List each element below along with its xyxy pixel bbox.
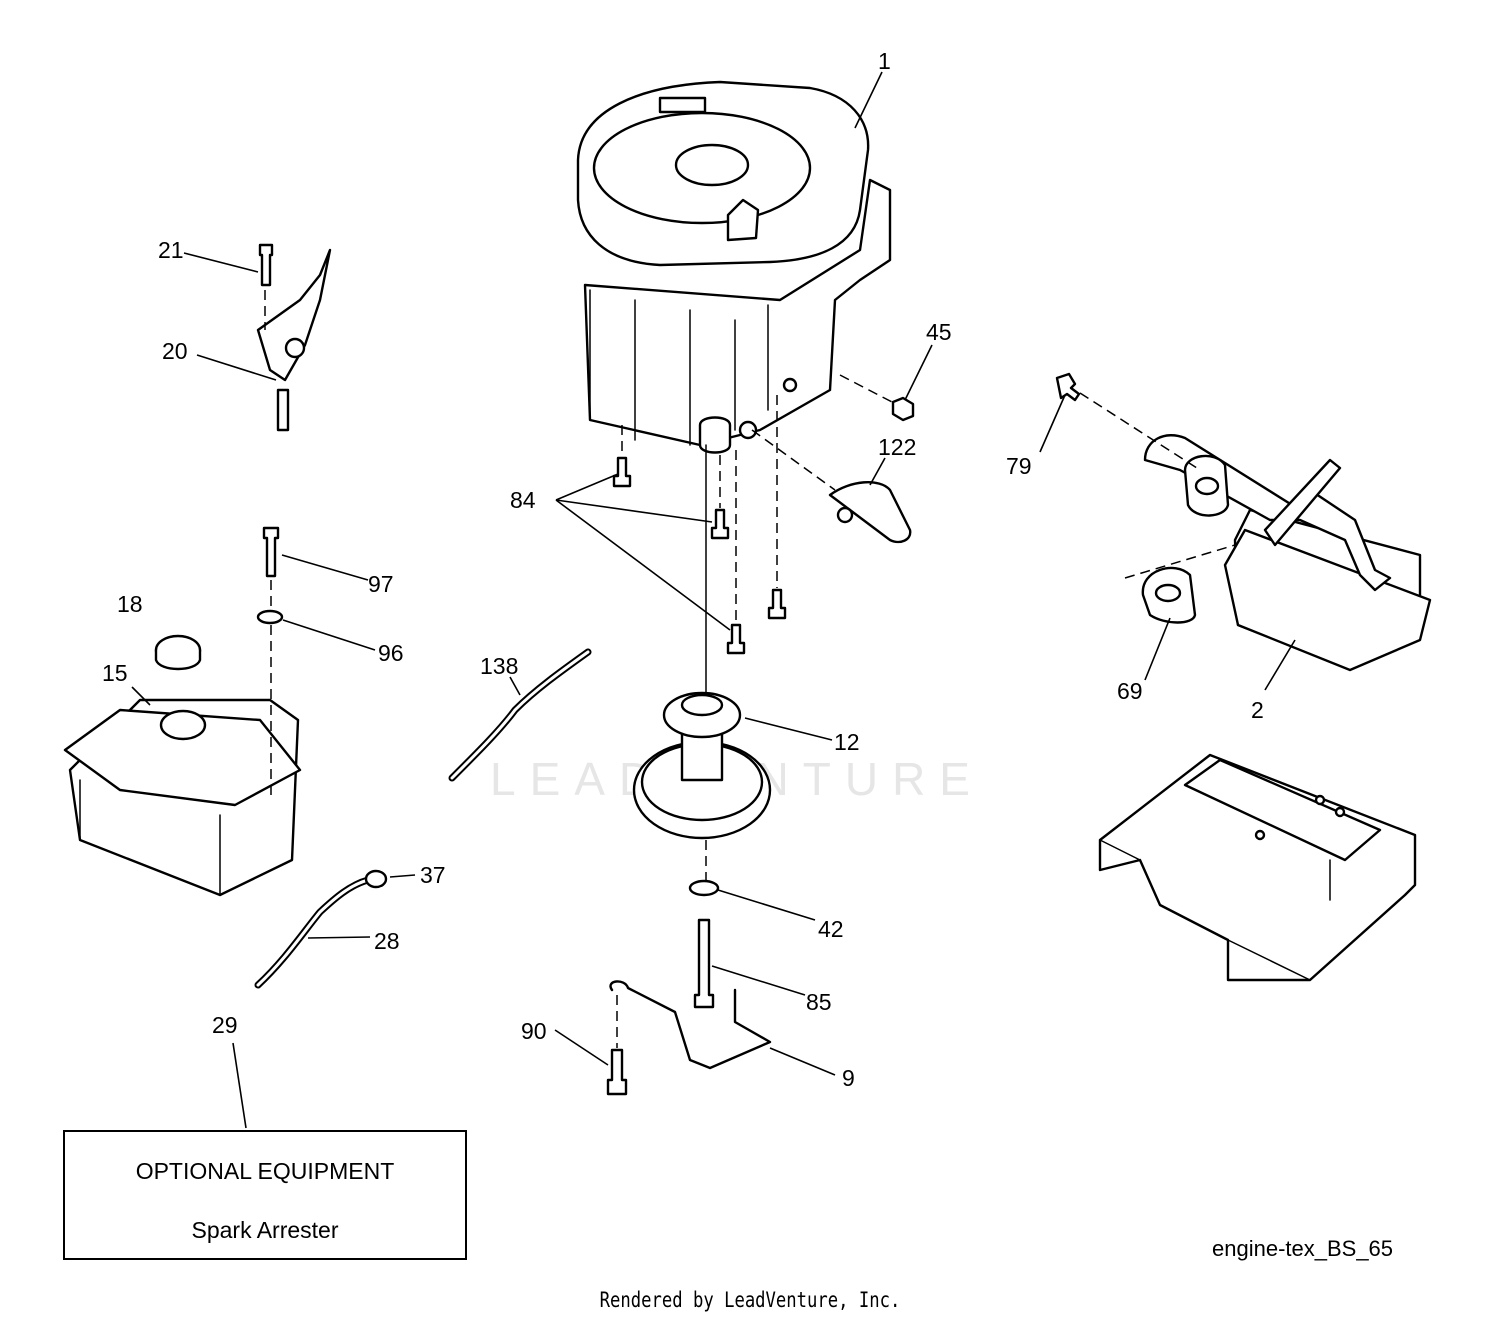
label-79: 79 bbox=[1006, 453, 1032, 479]
bolt-85-part[interactable] bbox=[693, 918, 715, 1009]
screw-21-part[interactable] bbox=[258, 243, 274, 330]
spark-arrester-label: Spark Arrester bbox=[191, 1217, 339, 1243]
pulley-12-part[interactable] bbox=[632, 444, 772, 880]
label-84: 84 bbox=[510, 487, 536, 513]
nut-45-part[interactable] bbox=[839, 374, 915, 422]
label-20: 20 bbox=[162, 338, 188, 364]
label-12: 12 bbox=[834, 729, 860, 755]
label-122: 122 bbox=[878, 434, 916, 460]
screw-97-part[interactable] bbox=[262, 526, 280, 578]
diagram-code: engine-tex_BS_65 bbox=[1212, 1236, 1394, 1261]
part-number-labels: 1 2 9 12 15 18 20 21 28 29 37 42 45 69 7… bbox=[102, 48, 1264, 1091]
label-1: 1 bbox=[878, 48, 891, 74]
label-90: 90 bbox=[521, 1018, 547, 1044]
label-28: 28 bbox=[374, 928, 400, 954]
engine-part[interactable] bbox=[576, 80, 892, 454]
bolt-79-part[interactable] bbox=[1055, 372, 1201, 471]
label-15: 15 bbox=[102, 660, 128, 686]
gasket-69-part[interactable] bbox=[1124, 544, 1236, 624]
label-37: 37 bbox=[420, 862, 446, 888]
leader-lines bbox=[131, 71, 1296, 1129]
fuel-cap-18-part[interactable] bbox=[154, 634, 202, 671]
optional-equipment-box: OPTIONAL EQUIPMENT Spark Arrester bbox=[63, 1130, 467, 1260]
label-138: 138 bbox=[480, 653, 518, 679]
label-85: 85 bbox=[806, 989, 832, 1015]
label-96: 96 bbox=[378, 640, 404, 666]
label-97: 97 bbox=[368, 571, 394, 597]
label-42: 42 bbox=[818, 916, 844, 942]
mounting-plate-part[interactable] bbox=[1098, 753, 1417, 982]
label-45: 45 bbox=[926, 319, 952, 345]
label-18: 18 bbox=[117, 591, 143, 617]
hose-28-part[interactable] bbox=[254, 876, 372, 989]
label-21: 21 bbox=[158, 237, 184, 263]
fuel-tank-15-part[interactable] bbox=[63, 698, 302, 897]
throttle-control-part[interactable] bbox=[256, 248, 332, 432]
label-2: 2 bbox=[1251, 697, 1264, 723]
washer-96-part[interactable] bbox=[256, 580, 284, 800]
bolt-90-part[interactable] bbox=[606, 995, 628, 1096]
bracket-9-part[interactable] bbox=[609, 980, 772, 1070]
optional-equipment-title: OPTIONAL EQUIPMENT bbox=[135, 1158, 395, 1184]
gasket-exhaust-part[interactable] bbox=[1183, 454, 1230, 517]
clamp-37-part[interactable] bbox=[364, 869, 388, 889]
label-69: 69 bbox=[1117, 678, 1143, 704]
guard-122-part[interactable] bbox=[751, 429, 912, 544]
label-29: 29 bbox=[212, 1012, 238, 1038]
washer-42-part[interactable] bbox=[688, 879, 720, 897]
render-credit: Rendered by LeadVenture, Inc. bbox=[599, 1288, 901, 1312]
label-9: 9 bbox=[842, 1065, 855, 1091]
mount-bolts-84[interactable] bbox=[612, 395, 787, 655]
hose-138-part[interactable] bbox=[448, 648, 592, 782]
